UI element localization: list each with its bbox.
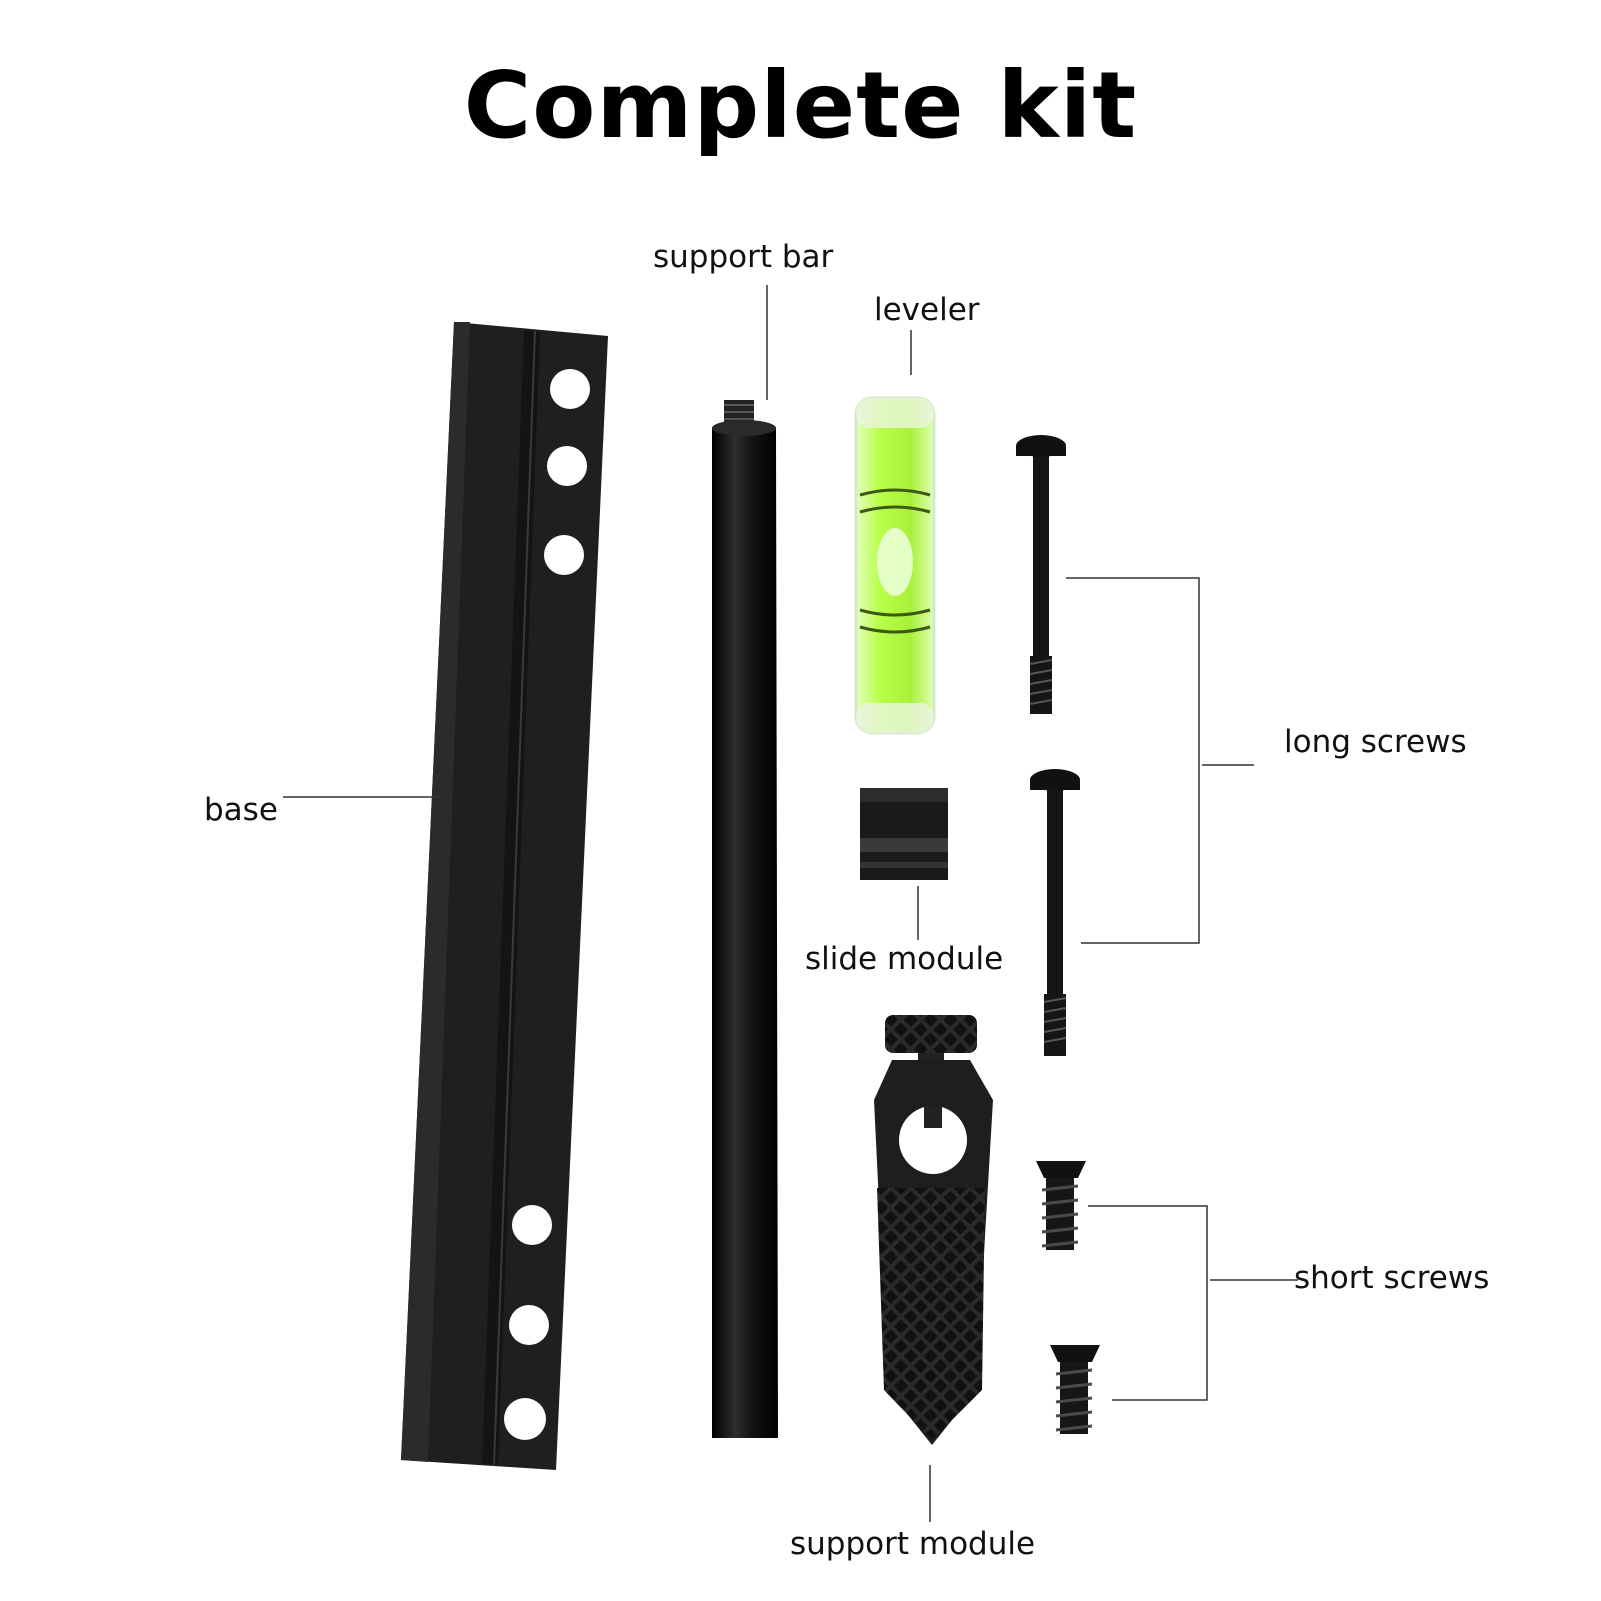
label-base: base	[204, 792, 278, 828]
label-support-bar: support bar	[653, 239, 834, 275]
leader-lines	[283, 285, 1298, 1522]
long-screw-2	[1030, 769, 1080, 1056]
page-title: Complete kit	[463, 52, 1138, 159]
leveler-vial	[854, 396, 936, 735]
label-short-screws: short screws	[1294, 1260, 1490, 1296]
label-slide-module: slide module	[805, 941, 1004, 977]
slide-module-block	[860, 788, 948, 880]
short-screw-2	[1050, 1345, 1100, 1434]
label-long-screws: long screws	[1284, 724, 1467, 760]
support-module-piece	[874, 1015, 993, 1445]
support-bar-rod	[712, 400, 778, 1438]
base-rail	[401, 322, 608, 1470]
long-screw-1	[1016, 435, 1066, 714]
label-leveler: leveler	[874, 292, 980, 328]
short-screw-1	[1036, 1161, 1086, 1250]
label-support-module: support module	[790, 1526, 1036, 1562]
